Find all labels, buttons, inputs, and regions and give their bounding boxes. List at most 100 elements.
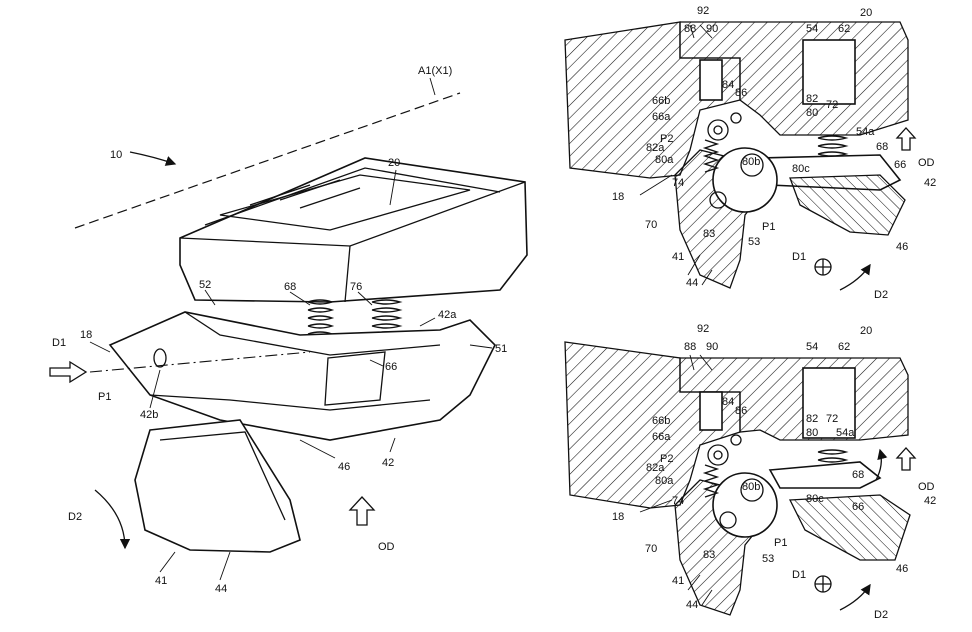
lbl-top-70: 70 xyxy=(645,219,657,231)
lbl-top-d2: D2 xyxy=(874,289,888,301)
section-view-bottom: 92 88 90 54 62 20 84 86 82 72 80 54a 66b… xyxy=(564,323,936,621)
lever-42 xyxy=(789,174,906,236)
d1-arrow xyxy=(49,360,88,384)
lbl-top-62: 62 xyxy=(838,23,850,35)
lbl-bot-62: 62 xyxy=(838,341,850,353)
lbl-bot-86: 86 xyxy=(735,405,747,417)
label-68: 68 xyxy=(284,281,296,293)
lbl-bot-80a: 80a xyxy=(655,475,674,487)
lbl-bot-70: 70 xyxy=(645,543,657,555)
lbl-top-83: 83 xyxy=(703,228,715,240)
lbl-bot-od: OD xyxy=(918,481,935,493)
lbl-bot-d2: D2 xyxy=(874,609,888,621)
lever-42-b xyxy=(788,494,911,561)
label-46: 46 xyxy=(338,461,350,473)
lbl-top-88: 88 xyxy=(684,23,696,35)
lbl-bot-18: 18 xyxy=(612,511,624,523)
lbl-top-46: 46 xyxy=(896,241,908,253)
section-view-top: 92 88 90 54 62 20 84 86 82 72 80 54a 66b… xyxy=(564,5,936,301)
lbl-bot-p1: P1 xyxy=(774,537,787,549)
lbl-bot-82a: 82a xyxy=(646,462,665,474)
lbl-top-44: 44 xyxy=(686,277,698,289)
lbl-top-41: 41 xyxy=(672,251,684,263)
lbl-top-84: 84 xyxy=(722,79,734,91)
lbl-top-42: 42 xyxy=(924,177,936,189)
seat-54-b xyxy=(802,367,856,439)
lbl-top-92: 92 xyxy=(697,5,709,17)
lbl-top-80b: 80b xyxy=(742,156,760,168)
lbl-top-54a: 54a xyxy=(856,126,875,138)
lbl-top-72: 72 xyxy=(826,99,838,111)
label-p1: P1 xyxy=(98,391,111,403)
axis-line xyxy=(74,92,461,229)
lbl-top-82: 82 xyxy=(806,93,818,105)
lbl-top-d1: D1 xyxy=(792,251,806,263)
lbl-top-80a: 80a xyxy=(655,154,674,166)
lbl-bot-54: 54 xyxy=(806,341,818,353)
lbl-top-66b: 66b xyxy=(652,95,670,107)
od-arrow-top xyxy=(895,127,917,151)
lbl-top-20: 20 xyxy=(860,7,872,19)
od-arrow xyxy=(348,496,376,526)
lbl-bot-20: 20 xyxy=(860,325,872,337)
d2-arrow xyxy=(94,489,131,550)
lbl-bot-80b: 80b xyxy=(742,481,760,493)
handle-41 xyxy=(134,419,301,553)
label-66: 66 xyxy=(385,361,397,373)
lbl-bot-66b: 66b xyxy=(652,415,670,427)
lbl-bot-54a: 54a xyxy=(836,427,855,439)
label-10: 10 xyxy=(110,149,122,161)
label-18: 18 xyxy=(80,329,92,341)
lbl-top-74: 74 xyxy=(672,177,684,189)
label-od: OD xyxy=(378,541,395,553)
lbl-bot-53: 53 xyxy=(762,553,774,565)
seat-54 xyxy=(802,39,856,105)
lbl-bot-46: 46 xyxy=(896,563,908,575)
label-42: 42 xyxy=(382,457,394,469)
spring-76 xyxy=(371,299,403,335)
od-arrow-bottom xyxy=(895,447,917,471)
lbl-bot-83: 83 xyxy=(703,549,715,561)
lbl-top-p1: P1 xyxy=(762,221,775,233)
label-20: 20 xyxy=(388,157,400,169)
spring-68 xyxy=(307,299,335,335)
lbl-bot-92: 92 xyxy=(697,323,709,335)
label-41: 41 xyxy=(155,575,167,587)
label-axis: A1(X1) xyxy=(418,65,452,77)
lbl-bot-66a: 66a xyxy=(652,431,671,443)
lbl-top-66: 66 xyxy=(894,159,906,171)
label-44: 44 xyxy=(215,583,227,595)
lbl-top-80: 80 xyxy=(806,107,818,119)
label-51: 51 xyxy=(495,343,507,355)
perspective-view: A1(X1) 10 20 52 68 76 42a 18 51 D1 66 P1… xyxy=(49,65,528,595)
lbl-bot-82: 82 xyxy=(806,413,818,425)
label-d2: D2 xyxy=(68,511,82,523)
lbl-bot-90: 90 xyxy=(706,341,718,353)
label-d1: D1 xyxy=(52,337,66,349)
lbl-top-p2: P2 xyxy=(660,133,673,145)
lbl-top-90: 90 xyxy=(706,23,718,35)
lbl-top-80c: 80c xyxy=(792,163,810,175)
label-52: 52 xyxy=(199,279,211,291)
lbl-bot-84: 84 xyxy=(722,396,734,408)
label-76: 76 xyxy=(350,281,362,293)
lbl-bot-d1: D1 xyxy=(792,569,806,581)
lbl-top-18: 18 xyxy=(612,191,624,203)
label-42b: 42b xyxy=(140,409,158,421)
lbl-bot-80c: 80c xyxy=(806,493,824,505)
lbl-bot-66: 66 xyxy=(852,501,864,513)
lbl-top-54: 54 xyxy=(806,23,818,35)
lbl-top-86: 86 xyxy=(735,87,747,99)
lbl-bot-p2: P2 xyxy=(660,453,673,465)
lbl-bot-42: 42 xyxy=(924,495,936,507)
lbl-bot-72: 72 xyxy=(826,413,838,425)
lbl-bot-74: 74 xyxy=(672,495,684,507)
lbl-bot-88: 88 xyxy=(684,341,696,353)
lbl-top-66a: 66a xyxy=(652,111,671,123)
lbl-top-68: 68 xyxy=(876,141,888,153)
lbl-bot-68: 68 xyxy=(852,469,864,481)
lbl-bot-80: 80 xyxy=(806,427,818,439)
label-42a: 42a xyxy=(438,309,457,321)
lbl-top-82a: 82a xyxy=(646,142,665,154)
